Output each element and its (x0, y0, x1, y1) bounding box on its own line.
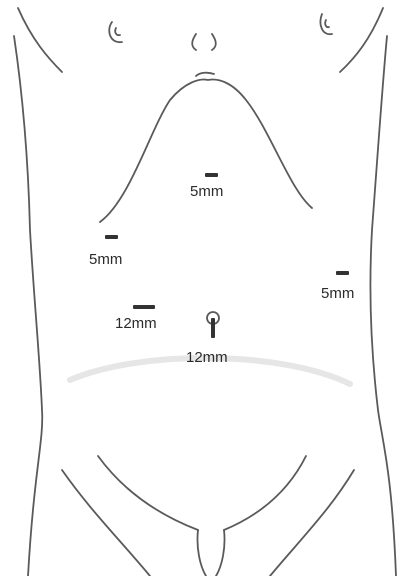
right-inguinal-line (224, 456, 306, 530)
left-torso-line (14, 36, 42, 576)
port-label-umbilical: 12mm (186, 350, 228, 365)
sternum-left (192, 34, 196, 50)
port-label-right-upper: 5mm (89, 252, 122, 267)
incision-mark-left-flank (336, 271, 349, 275)
incision-mark-right-upper (105, 235, 118, 239)
port-label-epigastric: 5mm (190, 184, 223, 199)
incision-mark-right-lower (133, 305, 155, 309)
port-label-left-flank: 5mm (321, 286, 354, 301)
sternum-right (212, 34, 216, 50)
right-torso-line (370, 36, 396, 576)
thigh-right (270, 470, 354, 576)
groin (197, 530, 224, 576)
incision-mark-epigastric (205, 173, 218, 177)
incision-mark-umbilical (211, 318, 215, 338)
left-inguinal-line (98, 456, 198, 530)
xiphoid (196, 73, 214, 76)
port-label-right-lower: 12mm (115, 316, 157, 331)
left-nipple (109, 22, 122, 42)
thigh-left (62, 470, 150, 576)
costal-margin (100, 80, 312, 222)
left-shoulder-line (18, 8, 62, 72)
right-nipple (320, 14, 332, 34)
right-shoulder-line (340, 8, 383, 72)
